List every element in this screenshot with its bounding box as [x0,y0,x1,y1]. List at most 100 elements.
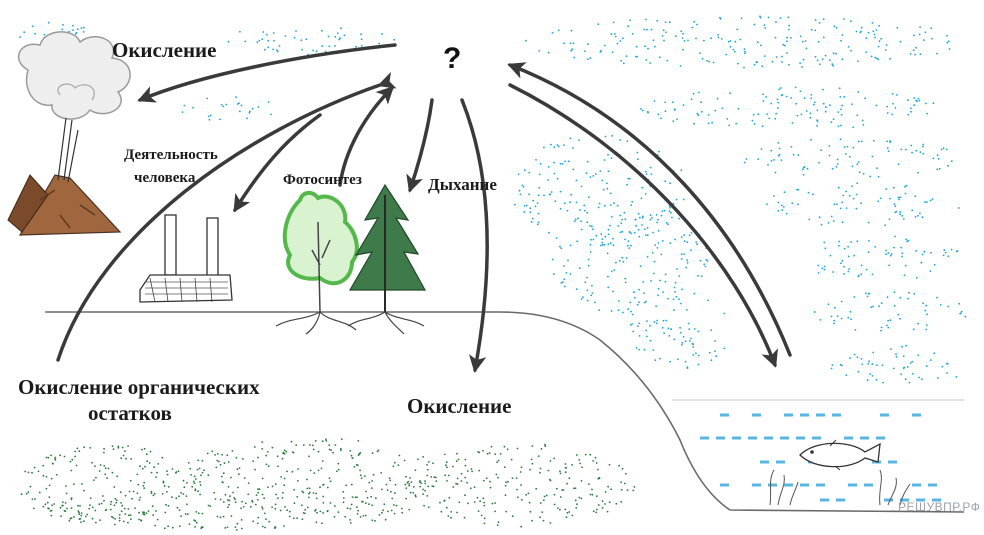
stipple-dot [796,115,798,117]
stipple-dot [371,487,373,489]
stipple-dot [61,29,63,31]
stipple-dot [822,89,824,91]
stipple-dot [163,482,165,484]
stipple-dot [576,202,578,204]
stipple-dot [654,261,656,263]
stipple-dot [338,511,340,513]
stipple-dot [744,52,746,54]
stipple-dot [155,510,157,512]
stipple-dot [415,494,417,496]
stipple-dot [445,464,447,466]
stipple-dot [380,472,382,474]
stipple-dot [918,98,920,100]
stipple-dot [608,229,610,231]
stipple-dot [793,154,795,156]
stipple-dot [262,526,264,528]
stipple-dot [225,494,227,496]
stipple-dot [498,521,500,523]
stipple-dot [783,206,785,208]
stipple-dot [856,31,858,33]
stipple-dot [419,480,421,482]
stipple-dot [834,307,836,309]
stipple-dot [842,221,844,223]
stipple-dot [621,231,623,233]
stipple-dot [110,501,112,503]
stipple-dot [819,22,821,24]
stipple-dot [657,219,659,221]
stipple-dot [95,522,97,524]
stipple-dot [837,111,839,113]
stipple-dot [378,43,380,45]
stipple-dot [858,161,860,163]
stipple-dot [593,175,595,177]
stipple-dot [692,343,694,345]
stipple-dot [548,166,550,168]
stipple-dot [602,244,604,246]
stipple-dot [645,193,647,195]
stipple-dot [134,507,136,509]
stipple-dot [636,347,638,349]
stipple-dot [450,517,452,519]
stipple-dot [350,522,352,524]
stipple-dot [896,94,898,96]
stipple-dot [832,168,834,170]
stipple-dot [567,512,569,514]
stipple-dot [428,461,430,463]
stipple-dot [322,496,324,498]
stipple-dot [172,527,174,529]
stipple-dot [404,460,406,462]
stipple-dot [844,146,846,148]
stipple-dot [541,511,543,513]
stipple-dot [958,303,960,305]
stipple-dot [81,512,83,514]
stipple-dot [51,510,53,512]
stipple-dot [564,161,566,163]
stipple-dot [587,43,589,45]
stipple-dot [312,50,314,52]
stipple-dot [297,468,299,470]
stipple-dot [841,301,843,303]
stipple-dot [261,38,263,40]
stipple-dot [845,374,847,376]
stipple-dot [924,251,926,253]
stipple-dot [65,485,67,487]
stipple-dot [139,499,141,501]
stipple-dot [360,474,362,476]
stipple-dot [824,266,826,268]
stipple-dot [494,511,496,513]
stipple-dot [83,520,85,522]
stipple-dot [678,298,680,300]
stipple-dot [361,45,363,47]
stipple-dot [611,33,613,35]
stipple-dot [236,529,238,531]
stipple-dot [930,359,932,361]
stipple-dot [315,493,317,495]
stipple-dot [669,242,671,244]
stipple-dot [268,465,270,467]
stipple-dot [932,198,934,200]
stipple-dot [650,340,652,342]
stipple-dot [681,253,683,255]
stipple-dot [77,505,79,507]
stipple-dot [873,140,875,142]
stipple-dot [888,265,890,267]
stipple-dot [658,242,660,244]
stipple-dot [801,66,803,68]
stipple-dot [943,255,945,257]
stipple-dot [776,56,778,58]
stipple-dot [728,125,730,127]
stipple-dot [645,171,647,173]
stipple-dot [627,308,629,310]
stipple-dot [695,352,697,354]
stipple-dot [670,212,672,214]
stipple-dot [467,470,469,472]
stipple-dot [905,239,907,241]
stipple-dot [220,516,222,518]
stipple-dot [942,366,944,368]
stipple-dot [575,487,577,489]
stipple-dot [917,323,919,325]
stipple-dot [543,195,545,197]
stipple-dot [686,259,688,261]
stipple-dot [532,200,534,202]
